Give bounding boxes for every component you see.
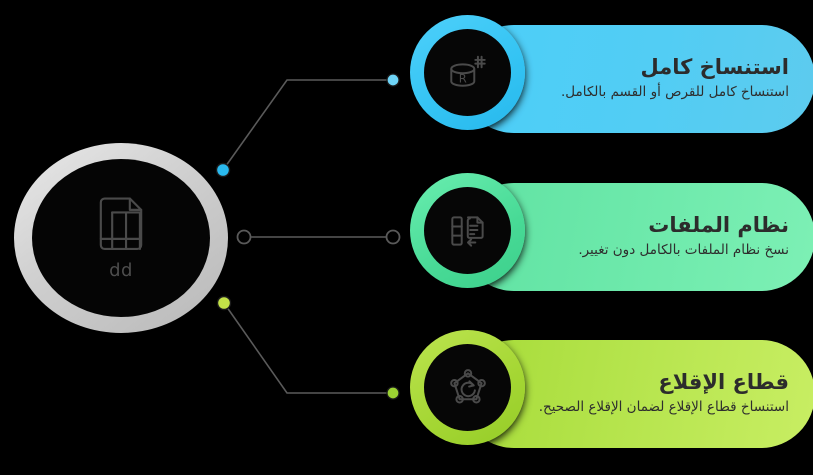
- boot-sector-icon: [449, 368, 486, 404]
- card-dot-boot-sector[interactable]: [386, 386, 400, 400]
- central-hub[interactable]: dd: [14, 143, 228, 333]
- svg-text:R: R: [458, 71, 466, 85]
- card-desc-filesystem: نسخ نظام الملفات بالكامل دون تغيير.: [578, 242, 789, 259]
- wire-full-clone: [222, 79, 390, 171]
- card-title-boot-sector: قطاع الإقلاع: [658, 370, 789, 395]
- feature-row-full-clone: استنساخ كامل استنساخ كامل للقرص أو القسم…: [410, 15, 813, 155]
- card-title-filesystem: نظام الملفات: [648, 213, 789, 238]
- icon-ring-core-full-clone: R: [424, 29, 511, 116]
- hub-dot-filesystem[interactable]: [236, 229, 252, 245]
- card-text-full-clone: استنساخ كامل استنساخ كامل للقرص أو القسم…: [537, 25, 789, 133]
- feature-row-boot-sector: قطاع الإقلاع استنساخ قطاع الإقلاع لضمان …: [410, 330, 813, 470]
- icon-ring-core-filesystem: [424, 187, 511, 274]
- hub-dot-boot-sector[interactable]: [216, 295, 232, 311]
- card-text-filesystem: نظام الملفات نسخ نظام الملفات بالكامل دو…: [537, 183, 789, 291]
- hub-dot-full-clone[interactable]: [215, 162, 231, 178]
- icon-ring-filesystem[interactable]: [410, 173, 525, 288]
- feature-row-filesystem: نظام الملفات نسخ نظام الملفات بالكامل دو…: [410, 173, 813, 313]
- filesystem-copy-icon: [450, 215, 484, 247]
- central-hub-label: dd: [109, 259, 133, 281]
- card-text-boot-sector: قطاع الإقلاع استنساخ قطاع الإقلاع لضمان …: [537, 340, 789, 448]
- database-r-icon: R: [449, 55, 486, 87]
- icon-ring-full-clone[interactable]: R: [410, 15, 525, 130]
- card-title-full-clone: استنساخ كامل: [640, 55, 789, 80]
- icon-ring-boot-sector[interactable]: [410, 330, 525, 445]
- disk-document-icon: [99, 196, 143, 250]
- icon-ring-core-boot-sector: [424, 344, 511, 431]
- wire-boot-sector: [223, 302, 390, 394]
- card-desc-boot-sector: استنساخ قطاع الإقلاع لضمان الإقلاع الصحي…: [538, 399, 789, 416]
- card-dot-filesystem[interactable]: [385, 229, 401, 245]
- card-dot-full-clone[interactable]: [386, 73, 400, 87]
- card-desc-full-clone: استنساخ كامل للقرص أو القسم بالكامل.: [560, 84, 789, 101]
- central-hub-inner: dd: [32, 159, 210, 317]
